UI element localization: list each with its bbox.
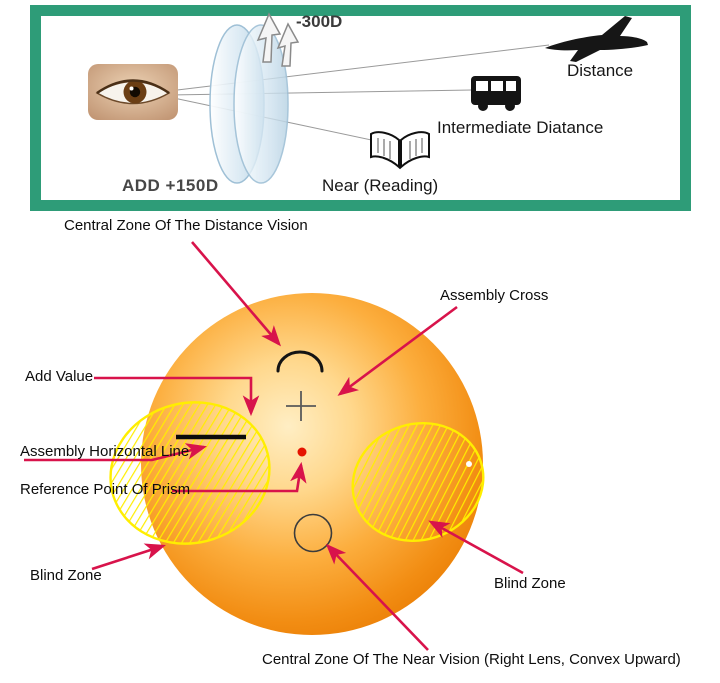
arrow-assembly-cross xyxy=(337,305,458,396)
assembly-cross-mark xyxy=(286,391,316,421)
label-central-zone-near: Central Zone Of The Near Vision (Right L… xyxy=(262,651,681,668)
label-top-power: -300D xyxy=(296,12,343,31)
lens-icon xyxy=(209,24,289,184)
lens-map-diagram xyxy=(24,241,524,651)
eye-icon xyxy=(88,64,178,120)
distance-zone-arc xyxy=(276,350,324,373)
arrow-blind-zone-right xyxy=(428,520,524,575)
label-add-power: ADD +150D xyxy=(122,176,219,195)
near-zone-circle xyxy=(293,513,333,553)
label-distance: Distance xyxy=(567,61,634,80)
top-panel xyxy=(30,5,691,211)
prism-reference-dot xyxy=(297,447,307,457)
annotation-arrows xyxy=(24,241,524,651)
arrow-reference-point xyxy=(172,461,307,493)
label-intermediate: Intermediate Diatance xyxy=(437,118,604,137)
arrow-assembly-line xyxy=(24,443,208,462)
arrow-add-value xyxy=(94,376,260,417)
arrow-near-zone xyxy=(325,543,429,651)
label-blind-zone-right: Blind Zone xyxy=(494,575,566,592)
label-near: Near (Reading) xyxy=(322,176,439,195)
up-arrows-icon xyxy=(256,12,300,67)
label-reference-point: Reference Point Of Prism xyxy=(20,481,191,498)
label-add-value: Add Value xyxy=(25,368,94,385)
sphere-edge-dot xyxy=(466,461,472,467)
label-assembly-cross: Assembly Cross xyxy=(440,287,549,304)
label-blind-zone-left: Blind Zone xyxy=(30,567,102,584)
book-icon xyxy=(370,131,430,170)
arrow-distance-zone xyxy=(191,241,282,347)
label-assembly-horizontal-line: Assembly Horizontal Line xyxy=(20,443,190,460)
airplane-icon xyxy=(545,16,648,62)
arrow-blind-zone-left xyxy=(91,543,166,571)
label-central-zone-distance: Central Zone Of The Distance Vision xyxy=(64,217,308,234)
bus-icon xyxy=(471,76,521,111)
